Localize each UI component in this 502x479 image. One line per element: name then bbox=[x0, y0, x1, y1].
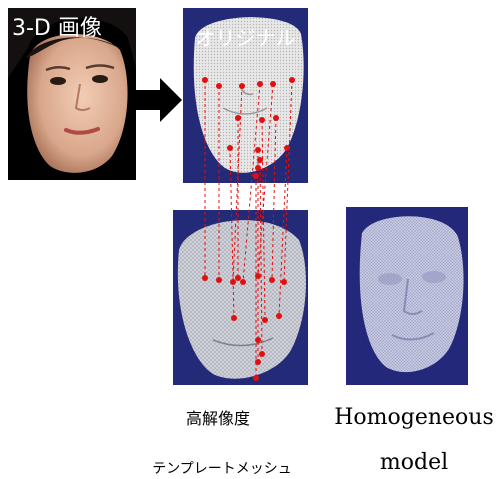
caption-template-mesh: テンプレートメッシュ bbox=[122, 458, 322, 478]
caption-high-resolution: 高解像度 bbox=[168, 405, 268, 429]
right-arrow-icon bbox=[136, 78, 182, 122]
caption-homogeneous: Homogeneous bbox=[326, 405, 502, 430]
photo-label: 3-D 画像 bbox=[12, 10, 102, 42]
template-mesh-panel bbox=[173, 210, 308, 385]
original-scan-panel: オリジナル bbox=[183, 8, 308, 183]
original-title: オリジナル bbox=[183, 22, 308, 51]
caption-model: model bbox=[326, 450, 502, 475]
face-photo-panel: 3-D 画像 bbox=[8, 8, 136, 180]
homogeneous-model-panel bbox=[346, 207, 468, 385]
homogeneous-model-face bbox=[346, 207, 468, 385]
template-mesh-face bbox=[173, 210, 308, 385]
